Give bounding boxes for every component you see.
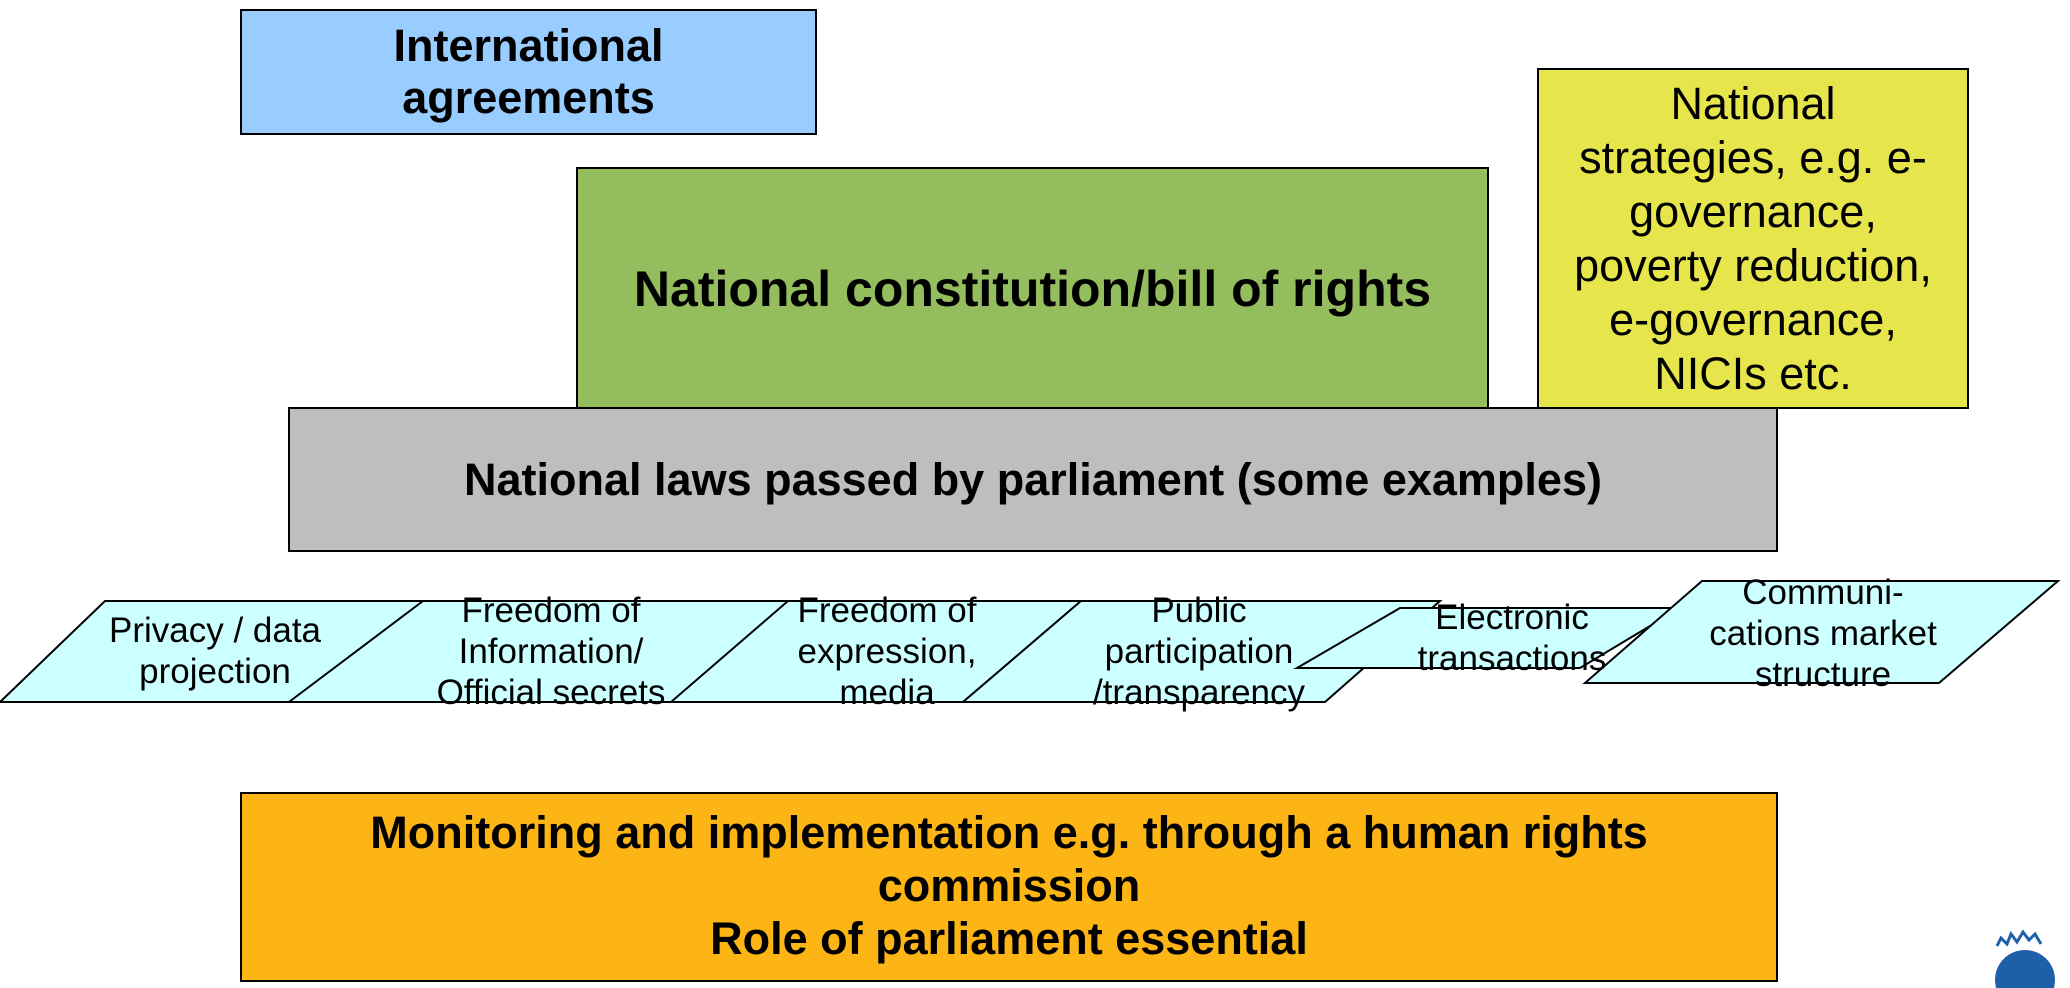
example-shape-communications	[1582, 580, 2061, 684]
strategies-line3: governance,	[1629, 185, 1877, 237]
strategies-line6: NICIs etc.	[1654, 347, 1852, 399]
transactions-line1: Electronic	[1435, 598, 1589, 637]
constitution-box: National constitution/bill of rights	[576, 167, 1489, 411]
transactions-line2: transactions	[1417, 639, 1607, 678]
communications-line1: Communi-	[1742, 573, 1904, 612]
participation-line3: /transparency	[1092, 673, 1306, 712]
communications-line3: structure	[1754, 655, 1892, 694]
international-agreements-box: International agreements	[240, 9, 817, 135]
monitoring-line3: Role of parliament essential	[710, 913, 1308, 964]
expression-line2: expression,	[797, 632, 977, 671]
privacy-line2: projection	[139, 652, 291, 691]
logo-icon	[1995, 929, 2055, 988]
laws-label: National laws passed by parliament (some…	[464, 453, 1602, 505]
example-text-foi: Freedom of Information/ Official secrets	[437, 590, 666, 713]
participation-line1: Public	[1151, 591, 1247, 630]
example-text-privacy: Privacy / data projection	[109, 610, 321, 692]
strategies-line2: strategies, e.g. e-	[1579, 131, 1927, 183]
monitoring-box: Monitoring and implementation e.g. throu…	[240, 792, 1778, 982]
expression-line1: Freedom of	[797, 591, 977, 630]
example-text-expression: Freedom of expression, media	[798, 590, 977, 713]
participation-line2: participation	[1104, 632, 1294, 671]
example-shapes-layer	[0, 580, 2061, 703]
foi-line1: Freedom of	[461, 591, 641, 630]
example-shape-transactions	[1293, 607, 1684, 669]
strategies-line5: e-governance,	[1609, 293, 1897, 345]
monitoring-line2: commission	[877, 860, 1141, 911]
national-laws-box: National laws passed by parliament (some…	[288, 407, 1778, 552]
international-line2: agreements	[402, 72, 655, 123]
constitution-label: National constitution/bill of rights	[633, 261, 1432, 317]
foi-line3: Official secrets	[436, 673, 666, 712]
international-line1: International	[393, 20, 664, 71]
monitoring-line1: Monitoring and implementation e.g. throu…	[370, 807, 1648, 858]
strategies-line4: poverty reduction,	[1574, 239, 1932, 291]
example-shape-participation	[960, 600, 1443, 703]
privacy-line1: Privacy / data	[108, 611, 322, 650]
communications-line2: cations market	[1709, 614, 1937, 653]
example-text-transactions: Electronic transactions	[1418, 597, 1607, 679]
expression-line3: media	[839, 673, 935, 712]
national-strategies-box: National strategies, e.g. e- governance,…	[1537, 68, 1969, 409]
example-text-communications: Communi- cations market structure	[1709, 572, 1937, 695]
foi-line2: Information/	[458, 632, 644, 671]
example-text-participation: Public participation /transparency	[1093, 590, 1305, 713]
strategies-line1: National	[1670, 77, 1836, 129]
